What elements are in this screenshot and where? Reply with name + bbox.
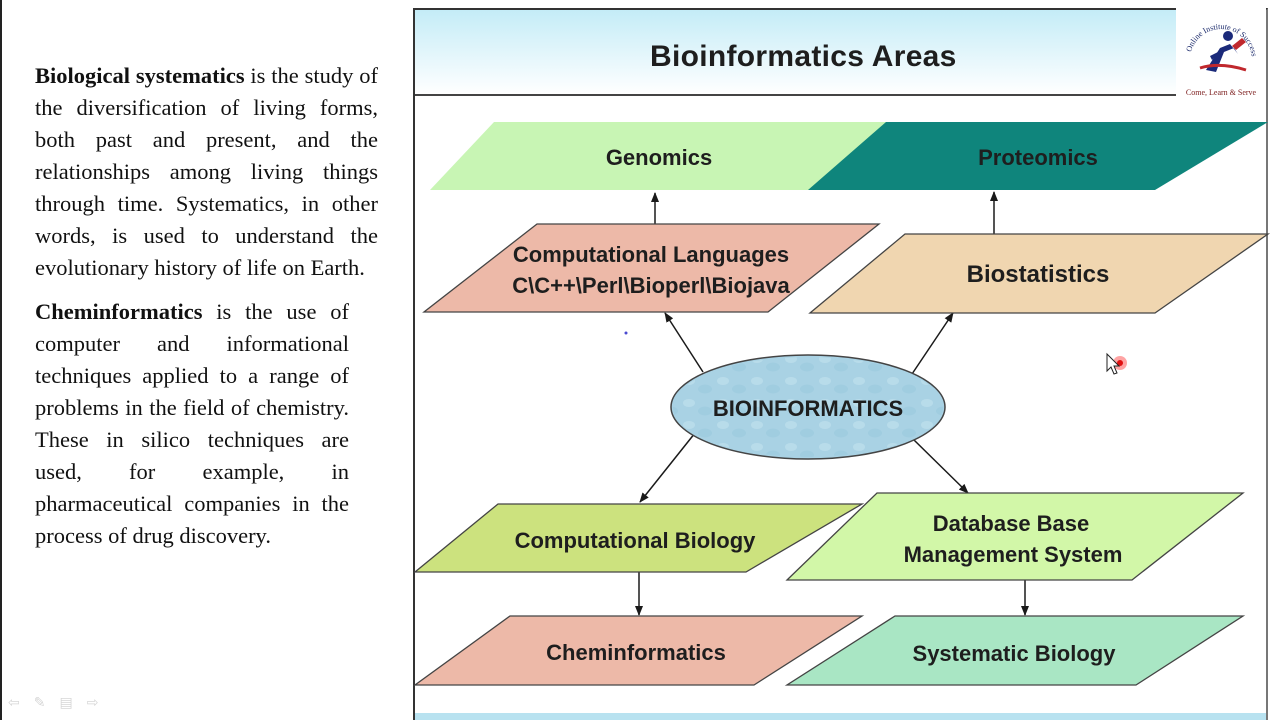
ellipse-texture (673, 357, 943, 457)
term-cheminformatics: Cheminformatics (35, 299, 203, 324)
proteomics-box (808, 122, 1268, 190)
comp-lang-label-line1: Computational Languages (513, 242, 789, 267)
dbms-box (785, 492, 1245, 581)
paragraph-systematics: Biological systematics is the study of t… (35, 60, 378, 284)
menu-icon[interactable]: ▤ (59, 694, 73, 710)
proteomics-label: Proteomics (978, 145, 1098, 170)
mouse-cursor-icon (1106, 352, 1127, 375)
biostatistics-box (808, 233, 1271, 314)
comp-bio-label: Computational Biology (515, 528, 757, 553)
logo-tagline: Come, Learn & Serve (1185, 88, 1257, 97)
text-column: Biological systematics is the study of t… (35, 60, 378, 552)
pen-icon[interactable]: ✎ (33, 694, 46, 710)
systematic-bio-label: Systematic Biology (913, 641, 1117, 666)
slideshow-controls: ⇦ ✎ ▤ ⇨ (8, 694, 98, 711)
logo-mark: Online Institute of Success (1184, 22, 1259, 72)
diagram-title: Bioinformatics Areas (650, 40, 957, 73)
comp-lang-box (422, 223, 881, 313)
arrow-to-dbms (913, 439, 969, 494)
title-band (415, 10, 1266, 96)
prev-arrow-icon[interactable]: ⇦ (8, 694, 20, 710)
biostatistics-label: Biostatistics (967, 261, 1110, 288)
arrow-to-biostatistics (911, 312, 954, 375)
genomics-box (430, 122, 889, 190)
dbms-label-line2: Management System (904, 542, 1123, 567)
arrow-to-comp-lang (664, 312, 704, 373)
stray-dot (624, 331, 628, 335)
cheminformatics-box (412, 615, 865, 686)
genomics-label: Genomics (606, 145, 712, 170)
comp-bio-box (413, 503, 865, 573)
term-systematics: Biological systematics (35, 63, 245, 88)
left-border (0, 0, 2, 720)
body-systematics: is the study of the diversification of l… (35, 63, 378, 280)
body-cheminformatics: is the use of computer and informational… (35, 299, 349, 548)
paragraph-cheminformatics: Cheminformatics is the use of computer a… (35, 296, 349, 552)
next-arrow-icon[interactable]: ⇨ (86, 694, 99, 710)
comp-lang-label-line2: C\C++\Perl\Bioperl\Biojava (512, 273, 790, 298)
bottom-band (415, 713, 1266, 720)
arrow-to-comp-bio (639, 432, 696, 503)
bioinformatics-label: BIOINFORMATICS (713, 396, 903, 421)
cheminformatics-label: Cheminformatics (546, 640, 726, 665)
logo: Online Institute of Success Come, Learn … (1176, 8, 1266, 98)
systematic-bio-box (784, 615, 1246, 686)
dbms-label-line1: Database Base (933, 511, 1090, 536)
